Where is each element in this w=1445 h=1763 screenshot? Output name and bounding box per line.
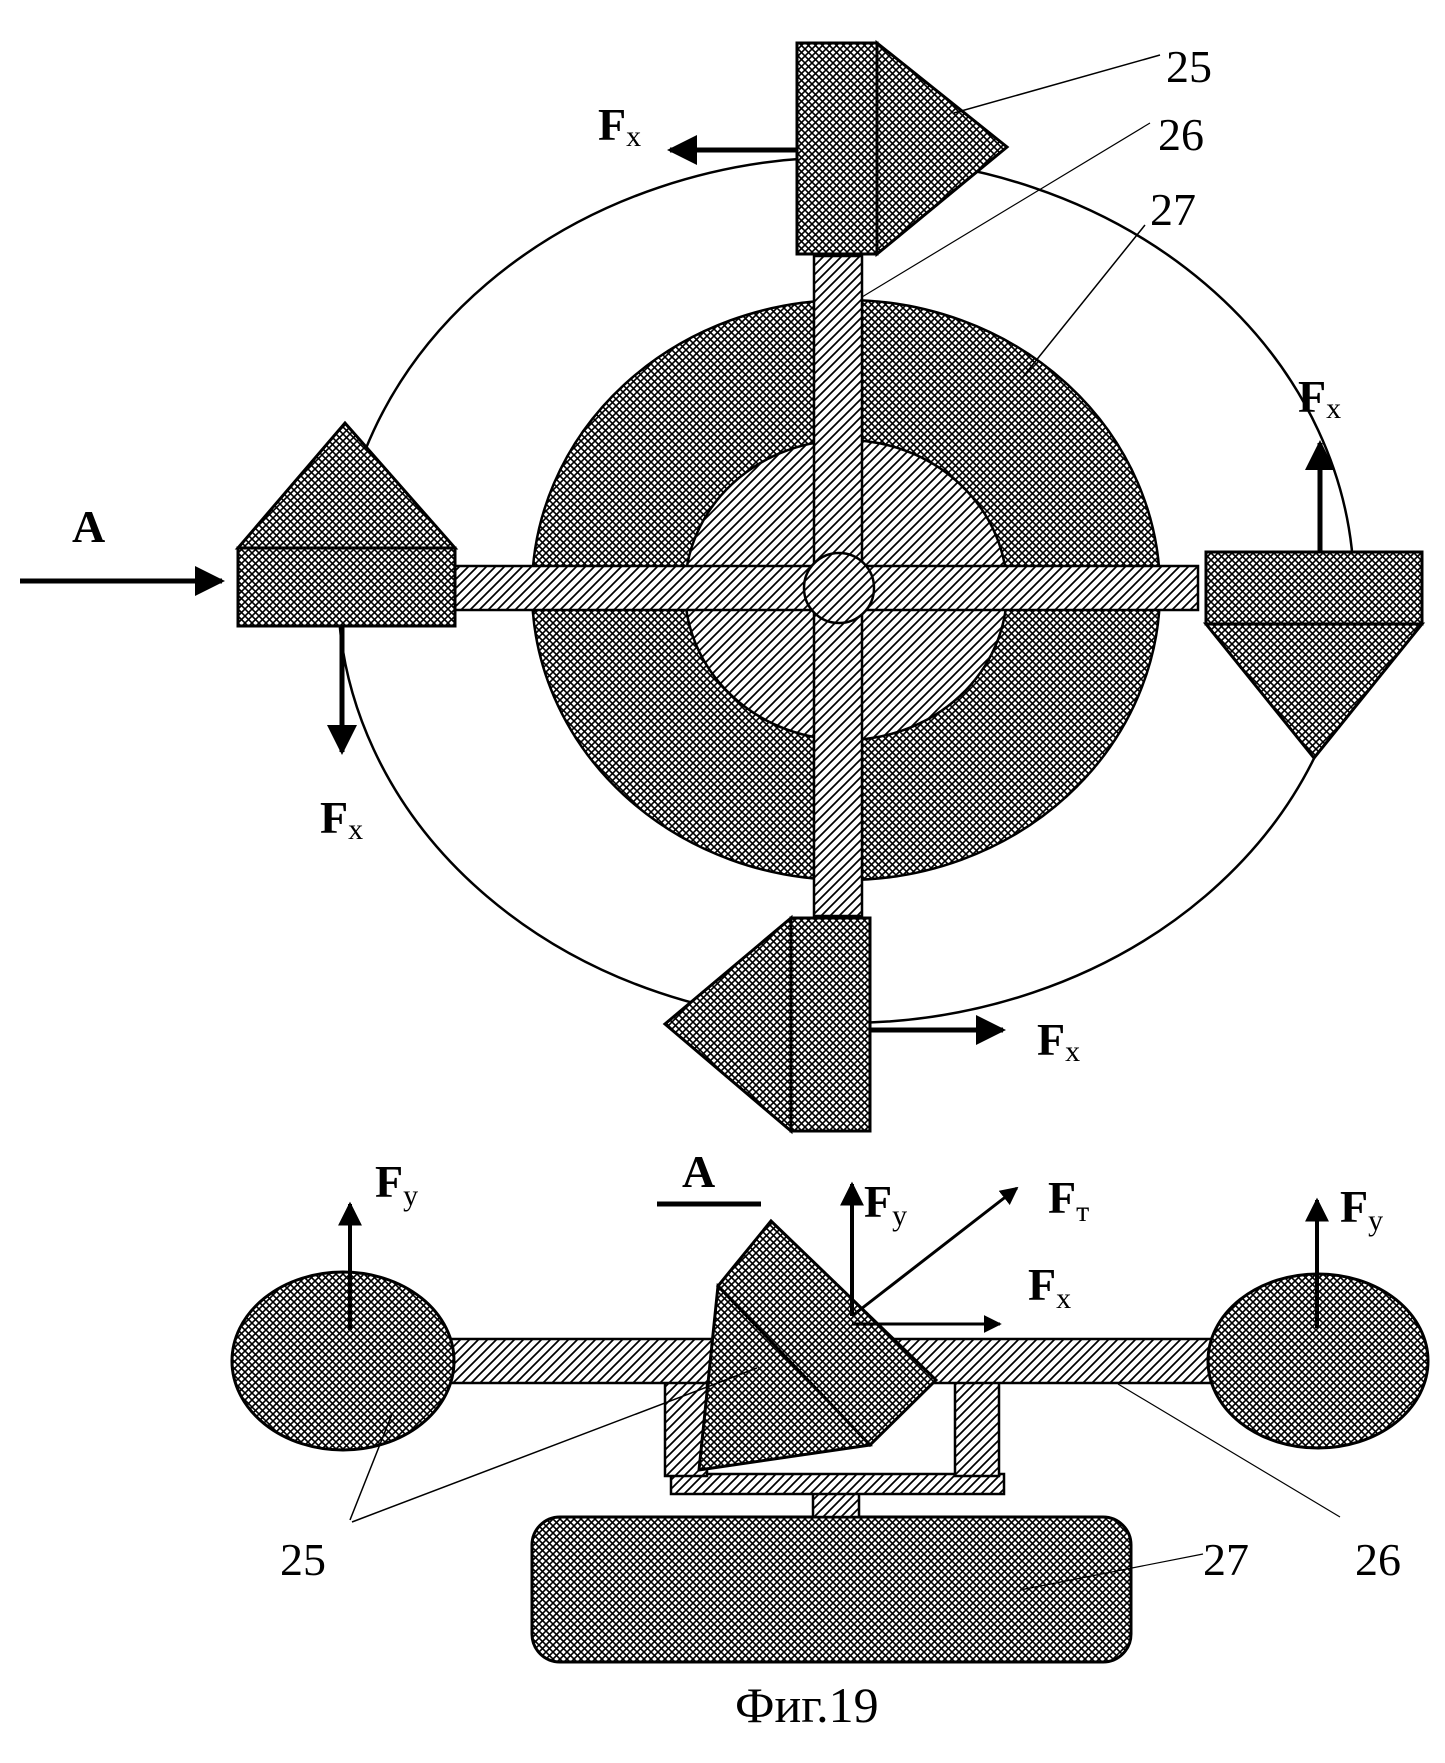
frame-right-post — [953, 1364, 1001, 1478]
blade-top — [795, 39, 1010, 258]
frame-stem — [811, 1489, 861, 1519]
figure-caption: Фиг.19 — [735, 1677, 879, 1733]
label-fy-center: Fy — [864, 1176, 907, 1232]
leader-25-top — [953, 54, 1161, 114]
hub — [802, 551, 876, 625]
top-view — [20, 39, 1426, 1135]
label-25-top: 25 — [1166, 41, 1212, 92]
side-blade-center — [697, 1218, 939, 1472]
label-fx-left: Fx — [320, 792, 363, 846]
label-fy-left: Fy — [375, 1156, 418, 1212]
label-fx-top: Fx — [598, 99, 641, 153]
frame-bottom-plate — [669, 1472, 1006, 1496]
leader-27-top — [1021, 224, 1146, 379]
label-view-a-side: A — [682, 1146, 715, 1197]
blade-bottom — [662, 914, 872, 1135]
label-fx-right: Fx — [1298, 371, 1341, 425]
label-25-side: 25 — [280, 1534, 326, 1585]
blade-left — [234, 420, 459, 628]
label-26-side: 26 — [1355, 1534, 1401, 1585]
label-27-side: 27 — [1203, 1534, 1249, 1585]
leader-26-top — [861, 122, 1151, 298]
side-blade-left — [230, 1270, 456, 1452]
base-block — [530, 1515, 1133, 1664]
label-view-a-top: A — [72, 501, 105, 552]
leader-26-side — [1117, 1383, 1341, 1518]
label-ft: Fт — [1048, 1172, 1089, 1228]
leader-27-side — [1019, 1553, 1204, 1591]
side-view — [230, 1181, 1430, 1664]
label-27-top: 27 — [1150, 184, 1196, 235]
label-fx-bottom: Fx — [1037, 1014, 1080, 1068]
leader-25-left — [349, 1413, 393, 1521]
label-fx-side: Fx — [1028, 1259, 1071, 1315]
leader-25-right — [351, 1367, 758, 1523]
blade-right — [1202, 550, 1426, 761]
label-26-top: 26 — [1158, 109, 1204, 160]
label-fy-right: Fy — [1340, 1181, 1383, 1237]
force-arrow-ft — [851, 1186, 1019, 1318]
